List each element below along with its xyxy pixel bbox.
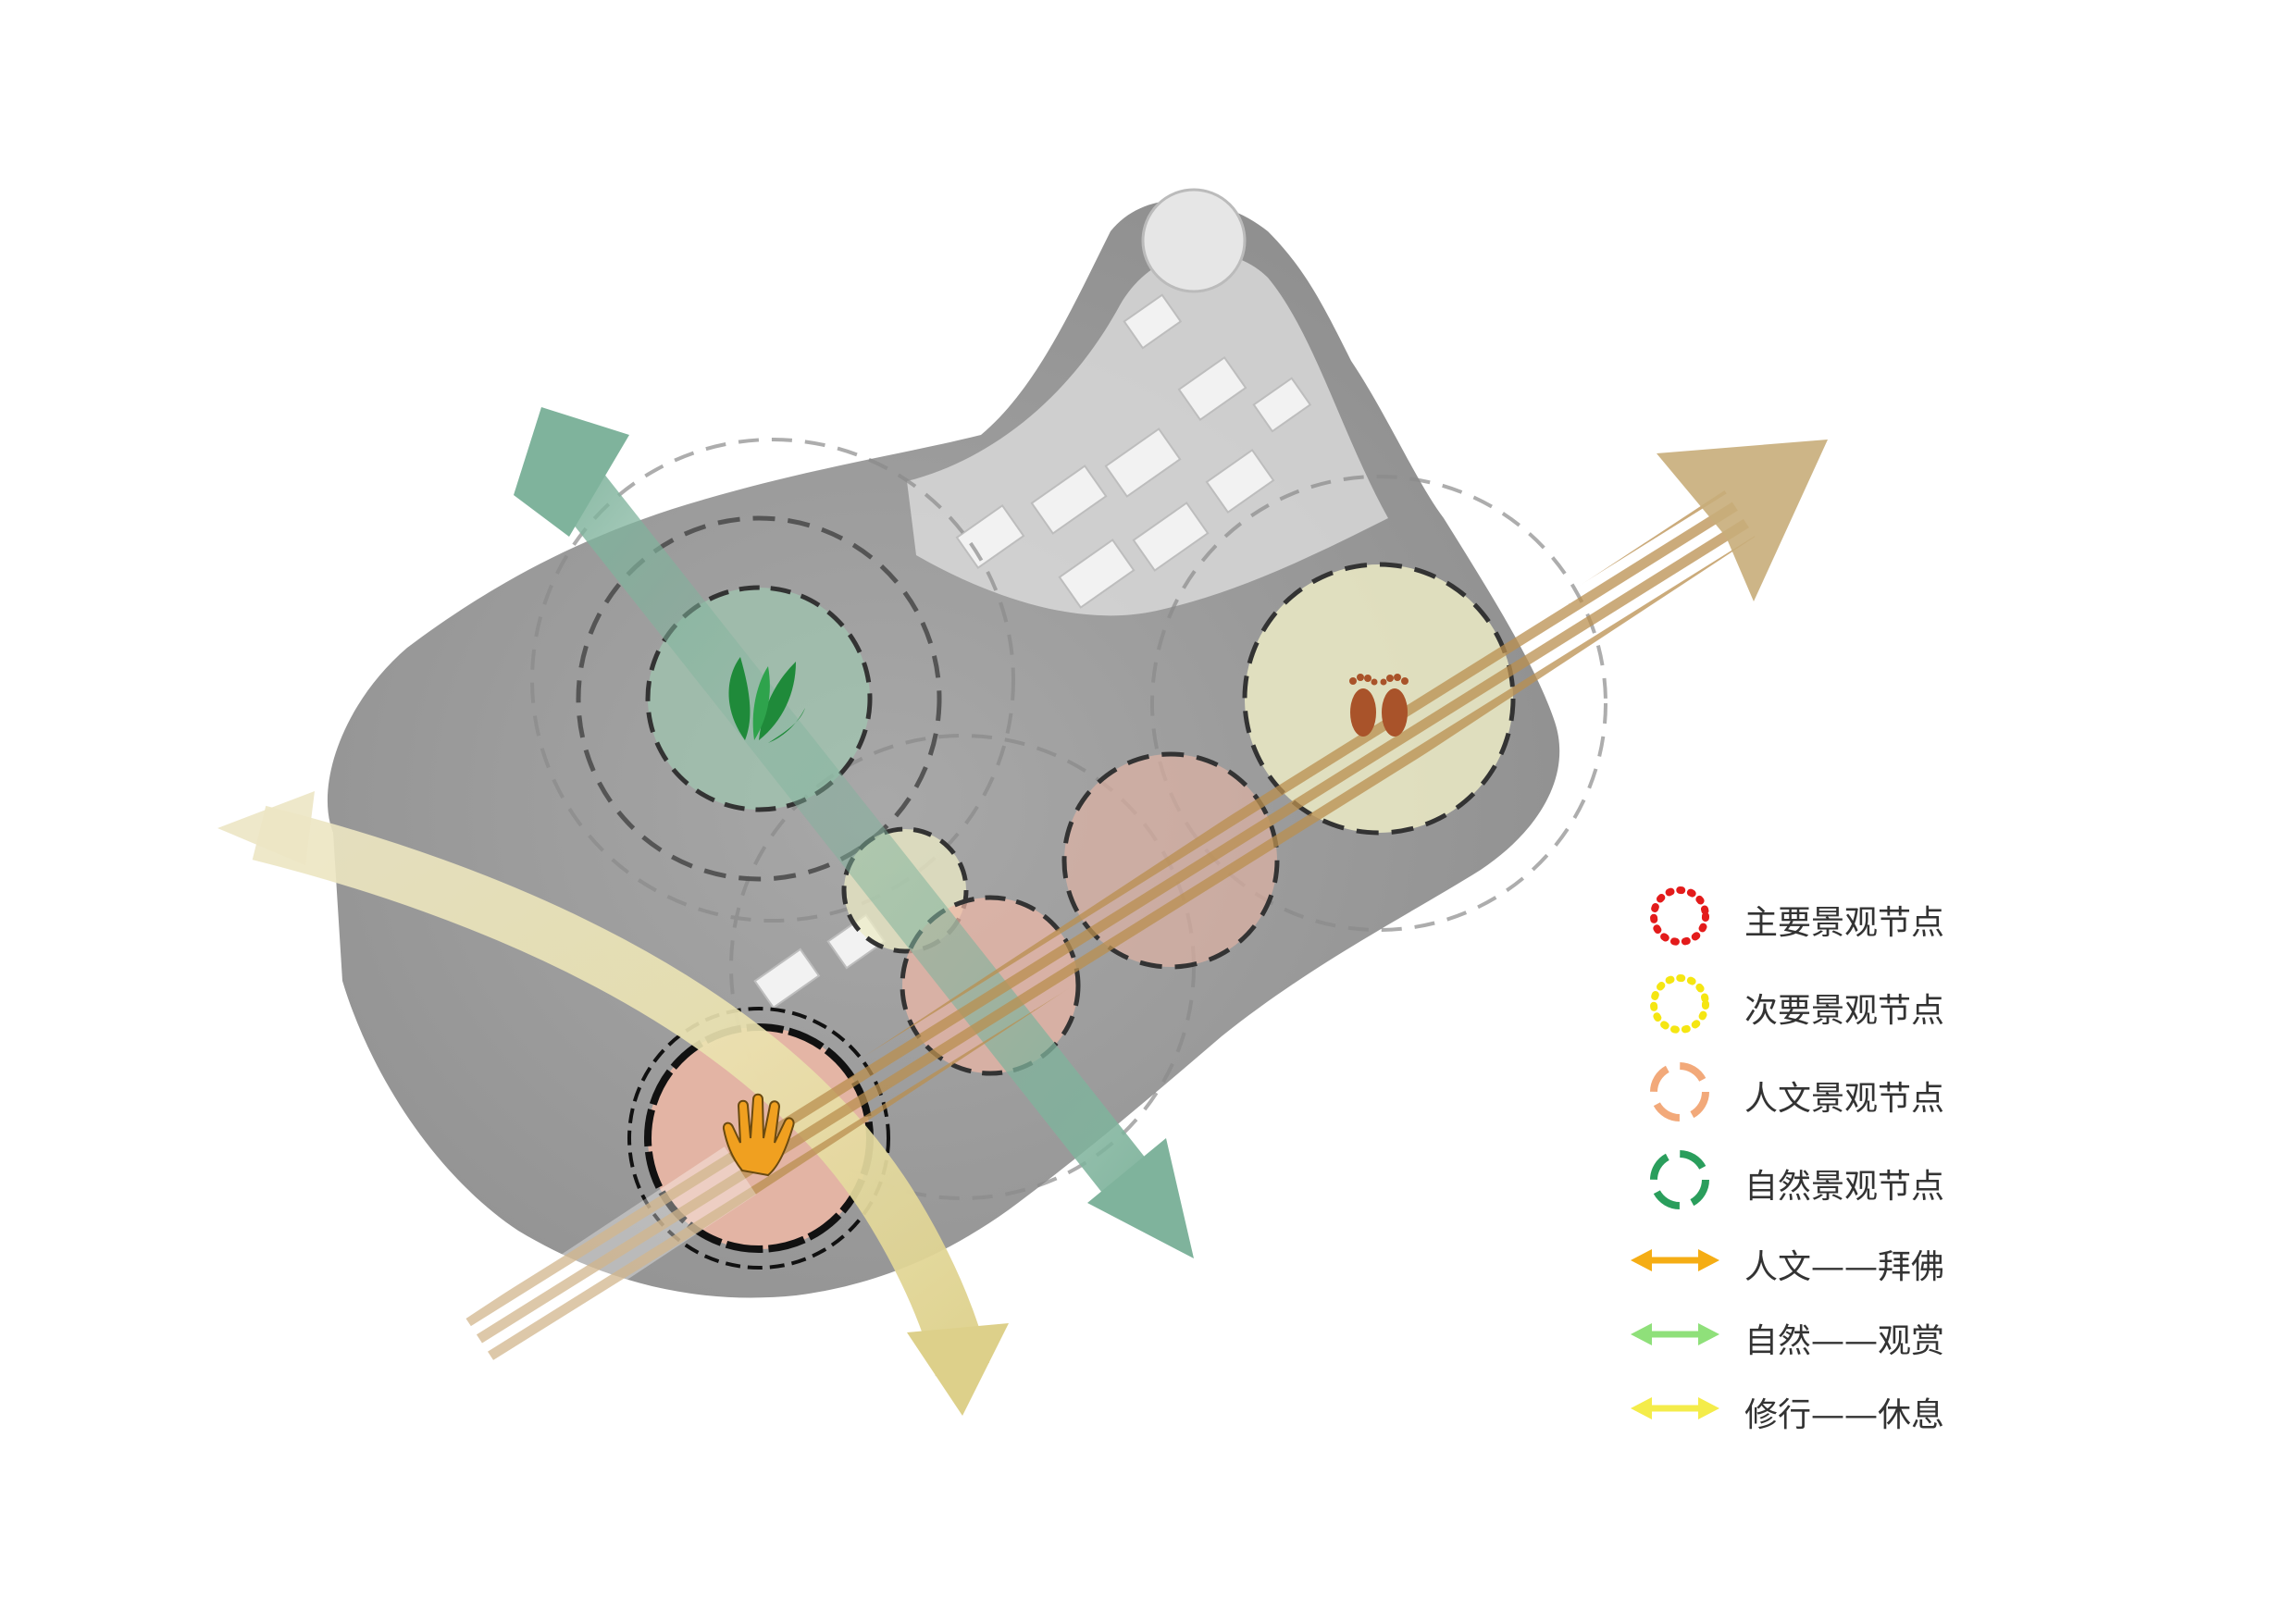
campus-buildings-area <box>907 252 1388 616</box>
zone-circle-east <box>1150 475 1607 932</box>
practice-axis-arrowhead-west <box>217 791 315 865</box>
legend-cultural-axis-label: 人文——拜佛 <box>1744 1248 1945 1286</box>
cultural-axis-band <box>465 489 1756 1366</box>
site-plan <box>327 188 1560 1298</box>
practice-rest-axis <box>217 791 1009 1416</box>
legend-natural-axis-arrow <box>1631 1323 1719 1345</box>
legend-practice-axis-label: 修行——休息 <box>1744 1396 1945 1434</box>
practice-axis-band <box>252 805 990 1377</box>
natural-axis-arrowhead-north <box>514 407 629 537</box>
zone-circle-center <box>729 734 1196 1200</box>
hand-icon <box>722 1093 795 1177</box>
natural-axis-arrowhead-south <box>1087 1138 1194 1258</box>
legend-secondary-node-icon <box>1650 974 1709 1034</box>
practice-axis-arrowhead-south <box>907 1323 1009 1416</box>
natural-axis-band <box>538 445 1160 1211</box>
legend-natural-node-label: 自然景观节点 <box>1744 1168 1945 1206</box>
legend-primary-node-label: 主要景观节点 <box>1744 904 1945 942</box>
legend-cultural-axis-arrow <box>1631 1249 1719 1271</box>
footprints-icon <box>1349 674 1409 737</box>
cultural-axis-fade <box>465 1146 757 1366</box>
leaf-icon <box>728 657 805 743</box>
hilltop-feature <box>1141 188 1247 293</box>
natural-viewing-axis <box>514 407 1194 1258</box>
natural-node-outer <box>576 515 942 882</box>
legend-secondary-node-label: 次要景观节点 <box>1744 992 1945 1030</box>
legend-cultural-node-icon <box>1650 1062 1709 1121</box>
zone-circles <box>530 438 1607 1200</box>
legend-natural-axis-label: 自然——观赏 <box>1744 1322 1945 1360</box>
legend-primary-node-icon <box>1650 886 1709 946</box>
cultural-node-southwest-outer <box>627 1007 890 1270</box>
cultural-axis-arrowhead-east <box>1657 440 1828 601</box>
legend-symbols <box>1631 886 1719 1419</box>
legend-natural-node-icon <box>1650 1150 1709 1209</box>
zone-circle-north <box>530 438 1015 923</box>
cultural-worship-axis <box>465 440 1828 1366</box>
legend-cultural-node-label: 人文景观节点 <box>1744 1080 1945 1118</box>
legend-practice-axis-arrow <box>1631 1397 1719 1419</box>
